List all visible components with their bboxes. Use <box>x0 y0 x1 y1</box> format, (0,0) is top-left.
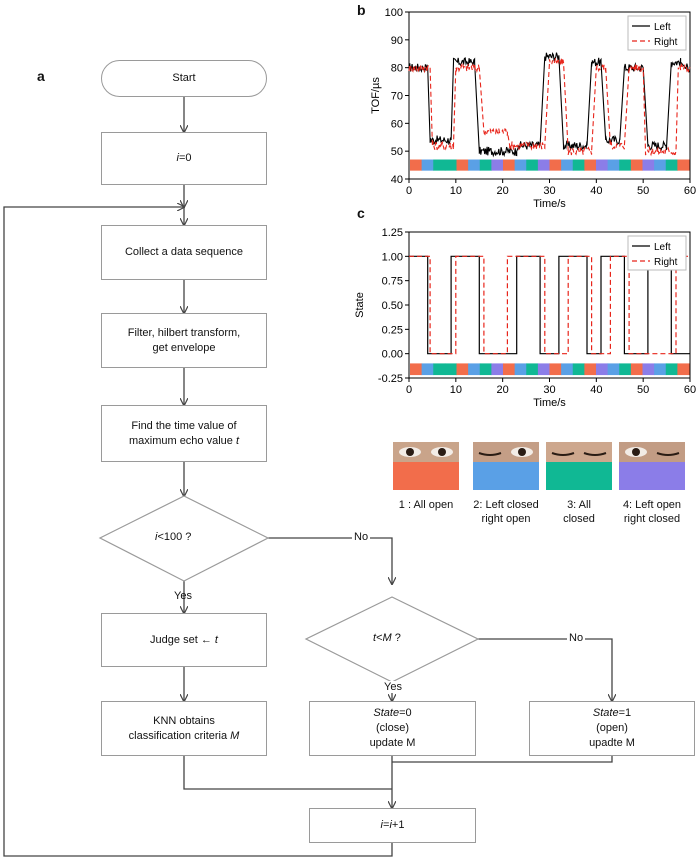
state1-label-line1: State=1 <box>592 707 632 720</box>
legend-swatch-3 <box>546 462 612 490</box>
connector-state1-merge <box>392 756 613 763</box>
legend-swatch-2 <box>473 462 539 490</box>
start-node: Start <box>101 60 267 97</box>
connector-knn-merge <box>183 756 392 790</box>
judge-node: Judge set ← t <box>101 613 267 667</box>
decision2-label: t<M ? <box>373 632 401 644</box>
state1-node: State=1 (open) upadte M <box>529 701 695 756</box>
init-label: i=0 <box>176 152 192 165</box>
knn-node: KNN obtains classification criteria M <box>101 701 267 756</box>
collect-node: Collect a data sequence <box>101 225 267 280</box>
yes-label-1: Yes <box>174 590 192 602</box>
eye-photo-all-closed <box>546 442 612 462</box>
increment-node: i=i+1 <box>309 808 476 843</box>
find-node: Find the time value of maximum echo valu… <box>101 405 267 462</box>
no-label-1: No <box>352 531 371 543</box>
find-label-line2: maximum echo value t <box>128 434 240 447</box>
state0-label-line3: update M <box>369 736 416 749</box>
no-label-2: No <box>567 632 586 644</box>
start-label: Start <box>172 72 196 85</box>
decision1-label: i<100 ? <box>155 531 192 543</box>
panel-label-a: a <box>37 68 45 84</box>
filter-label-line1: Filter, hilbert transform, <box>127 326 241 339</box>
state0-node: State=0 (close) update M <box>309 701 476 756</box>
collect-label: Collect a data sequence <box>124 246 244 259</box>
state1-label-line3: upadte M <box>589 736 635 749</box>
connector-decision1-no <box>268 537 392 584</box>
panel-label-b: b <box>357 2 366 18</box>
increment-label: i=i+1 <box>380 819 405 832</box>
knn-label-line2: classification criteria M <box>128 729 240 742</box>
legend-swatch-1 <box>393 462 459 490</box>
state0-label-line1: State=0 <box>373 707 412 720</box>
knn-label-line1: KNN obtains <box>153 714 215 727</box>
filter-label-line2: get envelope <box>152 341 216 354</box>
eye-photo-all-open <box>393 442 459 462</box>
legend-caption-1: 1 : All open <box>398 499 454 511</box>
state1-label-line2: (open) <box>596 722 628 735</box>
legend-swatch-4 <box>619 462 685 490</box>
init-node: i=0 <box>101 132 267 185</box>
connector-decision2-no <box>478 638 612 701</box>
eye-photo-left-closed <box>473 442 539 462</box>
eye-photo-right-closed <box>619 442 685 462</box>
state0-label-line2: (close) <box>375 722 409 735</box>
judge-label: Judge set ← t <box>150 633 218 646</box>
panel-label-c: c <box>357 205 365 221</box>
decision-diamond-1 <box>98 495 270 582</box>
left-arrow-icon: ← <box>200 633 212 646</box>
yes-label-2: Yes <box>382 681 404 693</box>
filter-node: Filter, hilbert transform, get envelope <box>101 313 267 368</box>
find-label-line1: Find the time value of <box>131 419 237 432</box>
connector-loop-back <box>3 207 393 857</box>
